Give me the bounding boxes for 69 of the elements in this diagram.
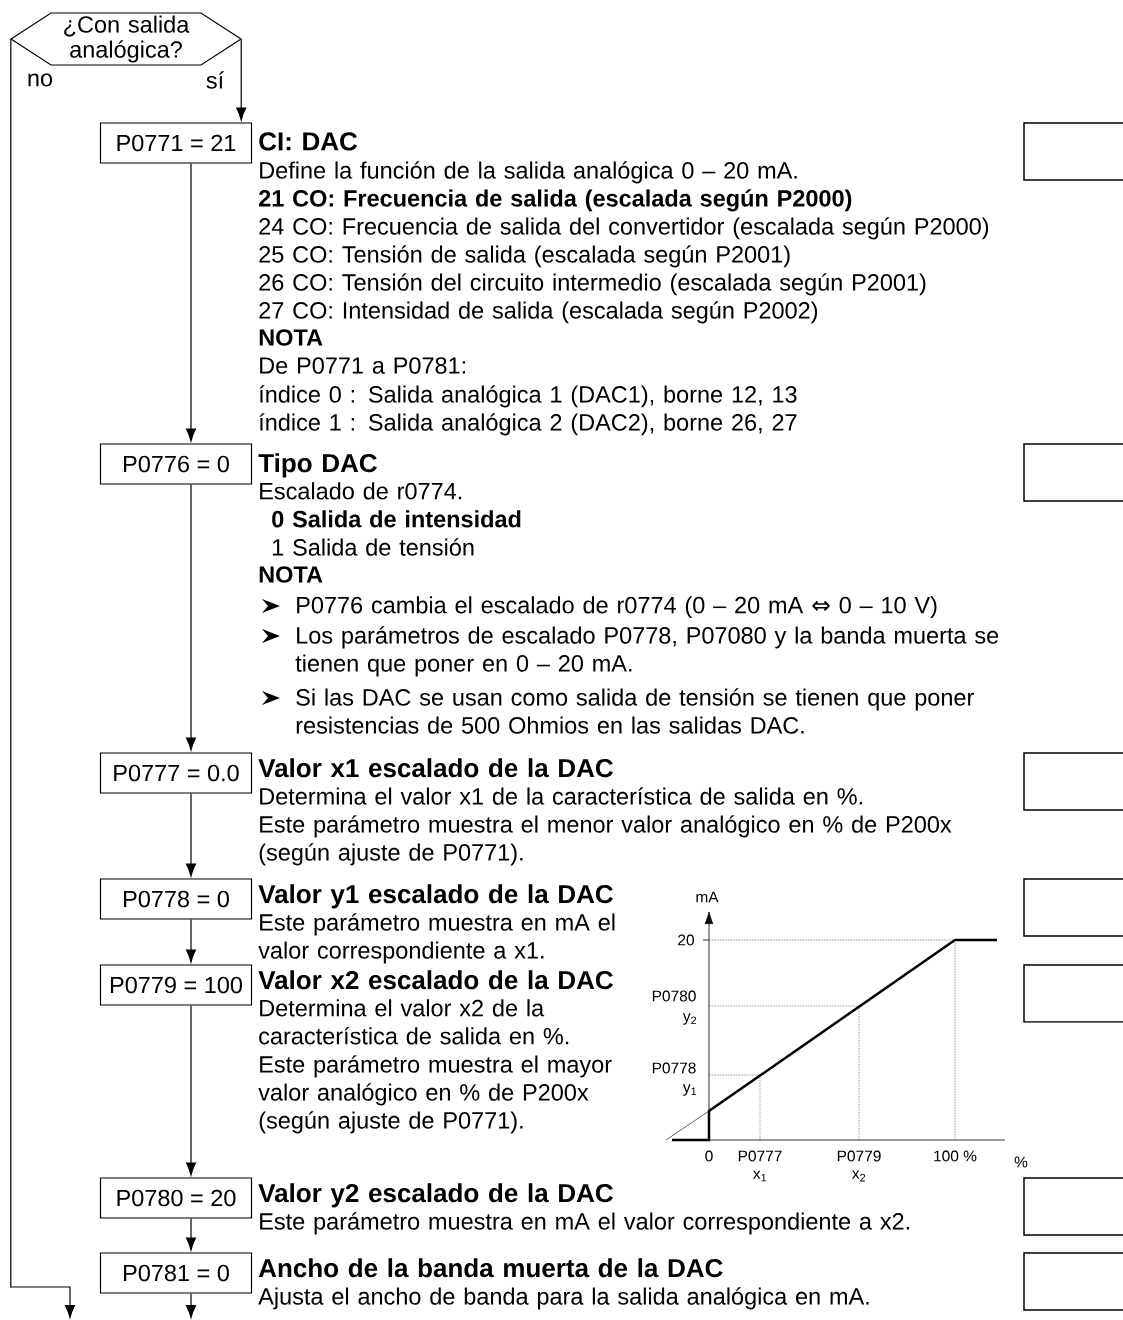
arrow xyxy=(185,919,197,963)
parameter-title: CI: DAC xyxy=(259,132,358,151)
parameter-title: Tipo DAC xyxy=(258,453,377,478)
chart-label: x$_{1}$ xyxy=(753,1170,767,1182)
chart-label: P0777 xyxy=(738,1150,782,1162)
chart-label: P0780 xyxy=(652,990,696,1002)
empty-box xyxy=(1023,964,1123,1023)
empty-box xyxy=(1023,122,1123,181)
description-text: 27 CO: Intensidad de salida (escalada según P2002) xyxy=(259,301,818,324)
description-text: Escalado de r0774. xyxy=(260,482,462,500)
parameter-title: Valor y1 escalado de la DAC xyxy=(258,884,613,909)
chart-label: y$_{1}$ xyxy=(682,1084,697,1096)
bullet-text: Si las DAC se usan como salida de tensión se tienen que poner resistencias de 500 Ohmios en las salidas DAC. xyxy=(296,688,974,734)
chart-label: mA xyxy=(696,891,719,903)
description-text: Este parámetro muestra en mA el valor correspondiente a x2. xyxy=(260,1212,909,1235)
parameter-box: P0781 = 0 xyxy=(99,1252,253,1294)
chart-label: 0 xyxy=(705,1150,713,1162)
chart-label: % xyxy=(1014,1156,1028,1168)
parameter-title: Ancho de la banda muerta de la DAC xyxy=(258,1258,723,1278)
arrow xyxy=(185,793,197,877)
description-text: De P0771 a P0781: xyxy=(260,357,466,374)
parameter-box: P0777 = 0.0 xyxy=(99,752,253,794)
parameter-box: P0776 = 0 xyxy=(99,443,253,485)
arrow xyxy=(185,1005,197,1176)
arrow xyxy=(185,1293,197,1319)
note-heading: NOTA xyxy=(259,566,323,583)
description-text: índice 0 : Salida analógica 1 (DAC1), borne 12, 13 xyxy=(259,385,797,408)
description-text: Este parámetro muestra en mA el valor correspondiente a x1. xyxy=(258,913,615,964)
description-text: Determina el valor x2 de la característica de salida en %. xyxy=(259,999,569,1045)
description-text: índice 1 : Salida analógica 2 (DAC2), borne 26, 27 xyxy=(259,413,797,436)
edge-label: no xyxy=(25,72,55,88)
parameter-title: Valor x1 escalado de la DAC xyxy=(258,758,613,778)
bullet-text: P0776 cambia el escalado de r0774 (0 – 20 mA ⇔ 0 – 10 V) xyxy=(297,596,937,619)
edge-label: sí xyxy=(204,70,226,90)
parameter-title: Valor x2 escalado de la DAC xyxy=(258,970,613,990)
arrow xyxy=(185,484,197,751)
description-text: Define la función de la salida analógica 0 – 20 mA. xyxy=(260,161,797,184)
bullet-text: Los parámetros de escalado P0778, P07080 y la banda muerta se tienen que poner en 0 – 20 mA. xyxy=(295,626,999,677)
chart-label: 20 xyxy=(678,934,694,946)
chart-label: P0779 xyxy=(837,1150,881,1162)
arrow xyxy=(10,38,76,1319)
description-text: 1 Salida de tensión xyxy=(273,538,474,556)
description-text: Este parámetro muestra el menor valor analógico en % de P200x (según ajuste de P0771). xyxy=(259,815,952,866)
arrow xyxy=(185,163,197,442)
description-text: Este parámetro muestra el mayor valor analógico en % de P200x (según ajuste de P0771). xyxy=(258,1055,612,1134)
empty-box xyxy=(1023,878,1123,937)
description-text: 26 CO: Tensión del circuito intermedio (escalada según P2001) xyxy=(259,273,926,296)
empty-box xyxy=(1023,443,1123,502)
parameter-box: P0780 = 20 xyxy=(99,1177,253,1219)
description-text: Ajusta el ancho de banda para la salida analógica en mA. xyxy=(258,1287,869,1310)
note-heading: NOTA xyxy=(259,329,323,346)
description-text: 24 CO: Frecuencia de salida del convertidor (escalada según P2000) xyxy=(259,217,989,240)
description-text: 25 CO: Tensión de salida (escalada según P2001) xyxy=(259,245,790,268)
parameter-box: P0771 = 21 xyxy=(99,122,253,164)
arrow xyxy=(236,38,247,121)
option-text: 0 Salida de intensidad xyxy=(272,510,521,528)
chart-label: 100 % xyxy=(934,1150,977,1162)
empty-box xyxy=(1023,1252,1123,1311)
chart-label: x$_{2}$ xyxy=(852,1170,866,1182)
empty-box xyxy=(1023,1177,1123,1236)
parameter-title: Valor y2 escalado de la DAC xyxy=(258,1183,613,1208)
parameter-box: P0778 = 0 xyxy=(99,878,253,920)
description-text: Determina el valor x1 de la característica de salida en %. xyxy=(260,787,862,805)
option-text: 21 CO: Frecuencia de salida (escalada según P2000) xyxy=(259,189,852,212)
empty-box xyxy=(1023,752,1123,811)
chart-label: y$_{2}$ xyxy=(682,1013,697,1025)
parameter-box: P0779 = 100 xyxy=(99,964,253,1006)
arrow xyxy=(185,1218,197,1251)
chart-label: P0778 xyxy=(652,1062,696,1074)
